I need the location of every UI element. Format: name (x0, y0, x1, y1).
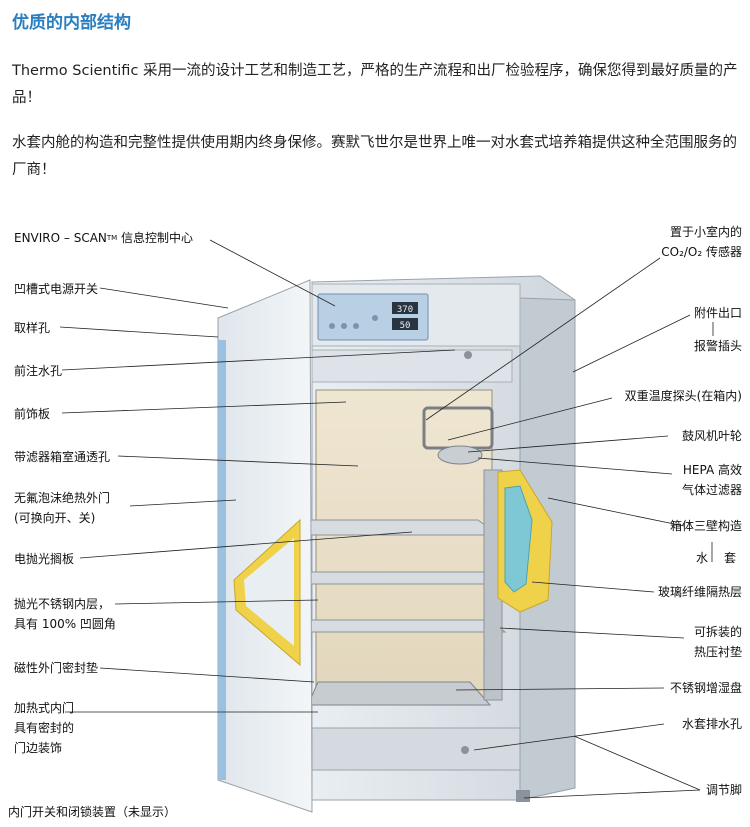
label-water-fill-port: 前注水孔 (14, 364, 63, 378)
intro-paragraph-2: 水套内舱的构造和完整性提供使用期内终身保修。赛默飞世尔是世界上唯一对水套式培养箱… (12, 135, 737, 178)
label-power-switch: 凹槽式电源开关 (14, 282, 99, 296)
label-alarm-jack: 报警插头 (693, 339, 742, 353)
label-leveling-feet: 调节脚 (705, 783, 742, 797)
label-blower-wheel: 鼓风机叶轮 (681, 429, 742, 443)
incubator-diagram: 370 50 (59, 239, 714, 813)
label-shelf: 电抛光搁板 (14, 552, 75, 566)
label-triple-wall: 箱体三壁构造 (669, 519, 742, 533)
control-panel: 370 50 (317, 293, 429, 341)
label-heated-inner-door: 加热式内门 具有密封的 门边装饰 (14, 701, 75, 755)
co2-readout: 50 (400, 321, 411, 331)
label-front-panel: 前饰板 (14, 407, 51, 421)
label-fiberglass-insulation: 玻璃纤维隔热层 (657, 585, 742, 599)
label-removable-gasket: 可拆装的 热压衬垫 (693, 625, 742, 659)
label-dual-temp-probe: 双重温度探头(在箱内) (624, 389, 742, 403)
outer-door (217, 279, 313, 813)
label-filtered-vent: 带滤器箱室通透孔 (14, 450, 111, 464)
label-inner-door-latch-note: 内门开关和闭锁装置（未显示） (8, 805, 177, 819)
label-humidity-pan: 不锈钢增湿盘 (669, 681, 742, 695)
label-sample-port: 取样孔 (14, 321, 51, 335)
page-title: 优质的内部结构 (12, 13, 131, 33)
label-stainless-liner: 抛光不锈钢内层， 具有 100% 凹圆角 (14, 597, 116, 631)
temp-readout: 370 (397, 305, 413, 315)
label-jacket-drain: 水套排水孔 (681, 717, 742, 731)
intro-paragraph-1: Thermo Scientific 采用一流的设计工艺和制造工艺，严格的生产流程… (12, 63, 738, 106)
label-access-port: 附件出口 (693, 306, 742, 320)
leader-lines (59, 239, 714, 799)
label-enviro-scan: ENVIRO – SCANTM 信息控制中心 (14, 231, 194, 245)
label-co2-o2-sensor: 置于小室内的 CO₂/O₂ 传感器 (661, 225, 742, 259)
label-outer-door: 无氟泡沫绝热外门 (可换向开、关) (14, 491, 111, 525)
cabinet: 370 50 (260, 275, 576, 802)
label-hepa-filter: HEPA 高效 气体过滤器 (681, 463, 742, 497)
label-water: 水 (696, 551, 709, 565)
label-jacket: 套 (724, 551, 737, 565)
label-magnetic-gasket: 磁性外门密封垫 (14, 661, 99, 675)
